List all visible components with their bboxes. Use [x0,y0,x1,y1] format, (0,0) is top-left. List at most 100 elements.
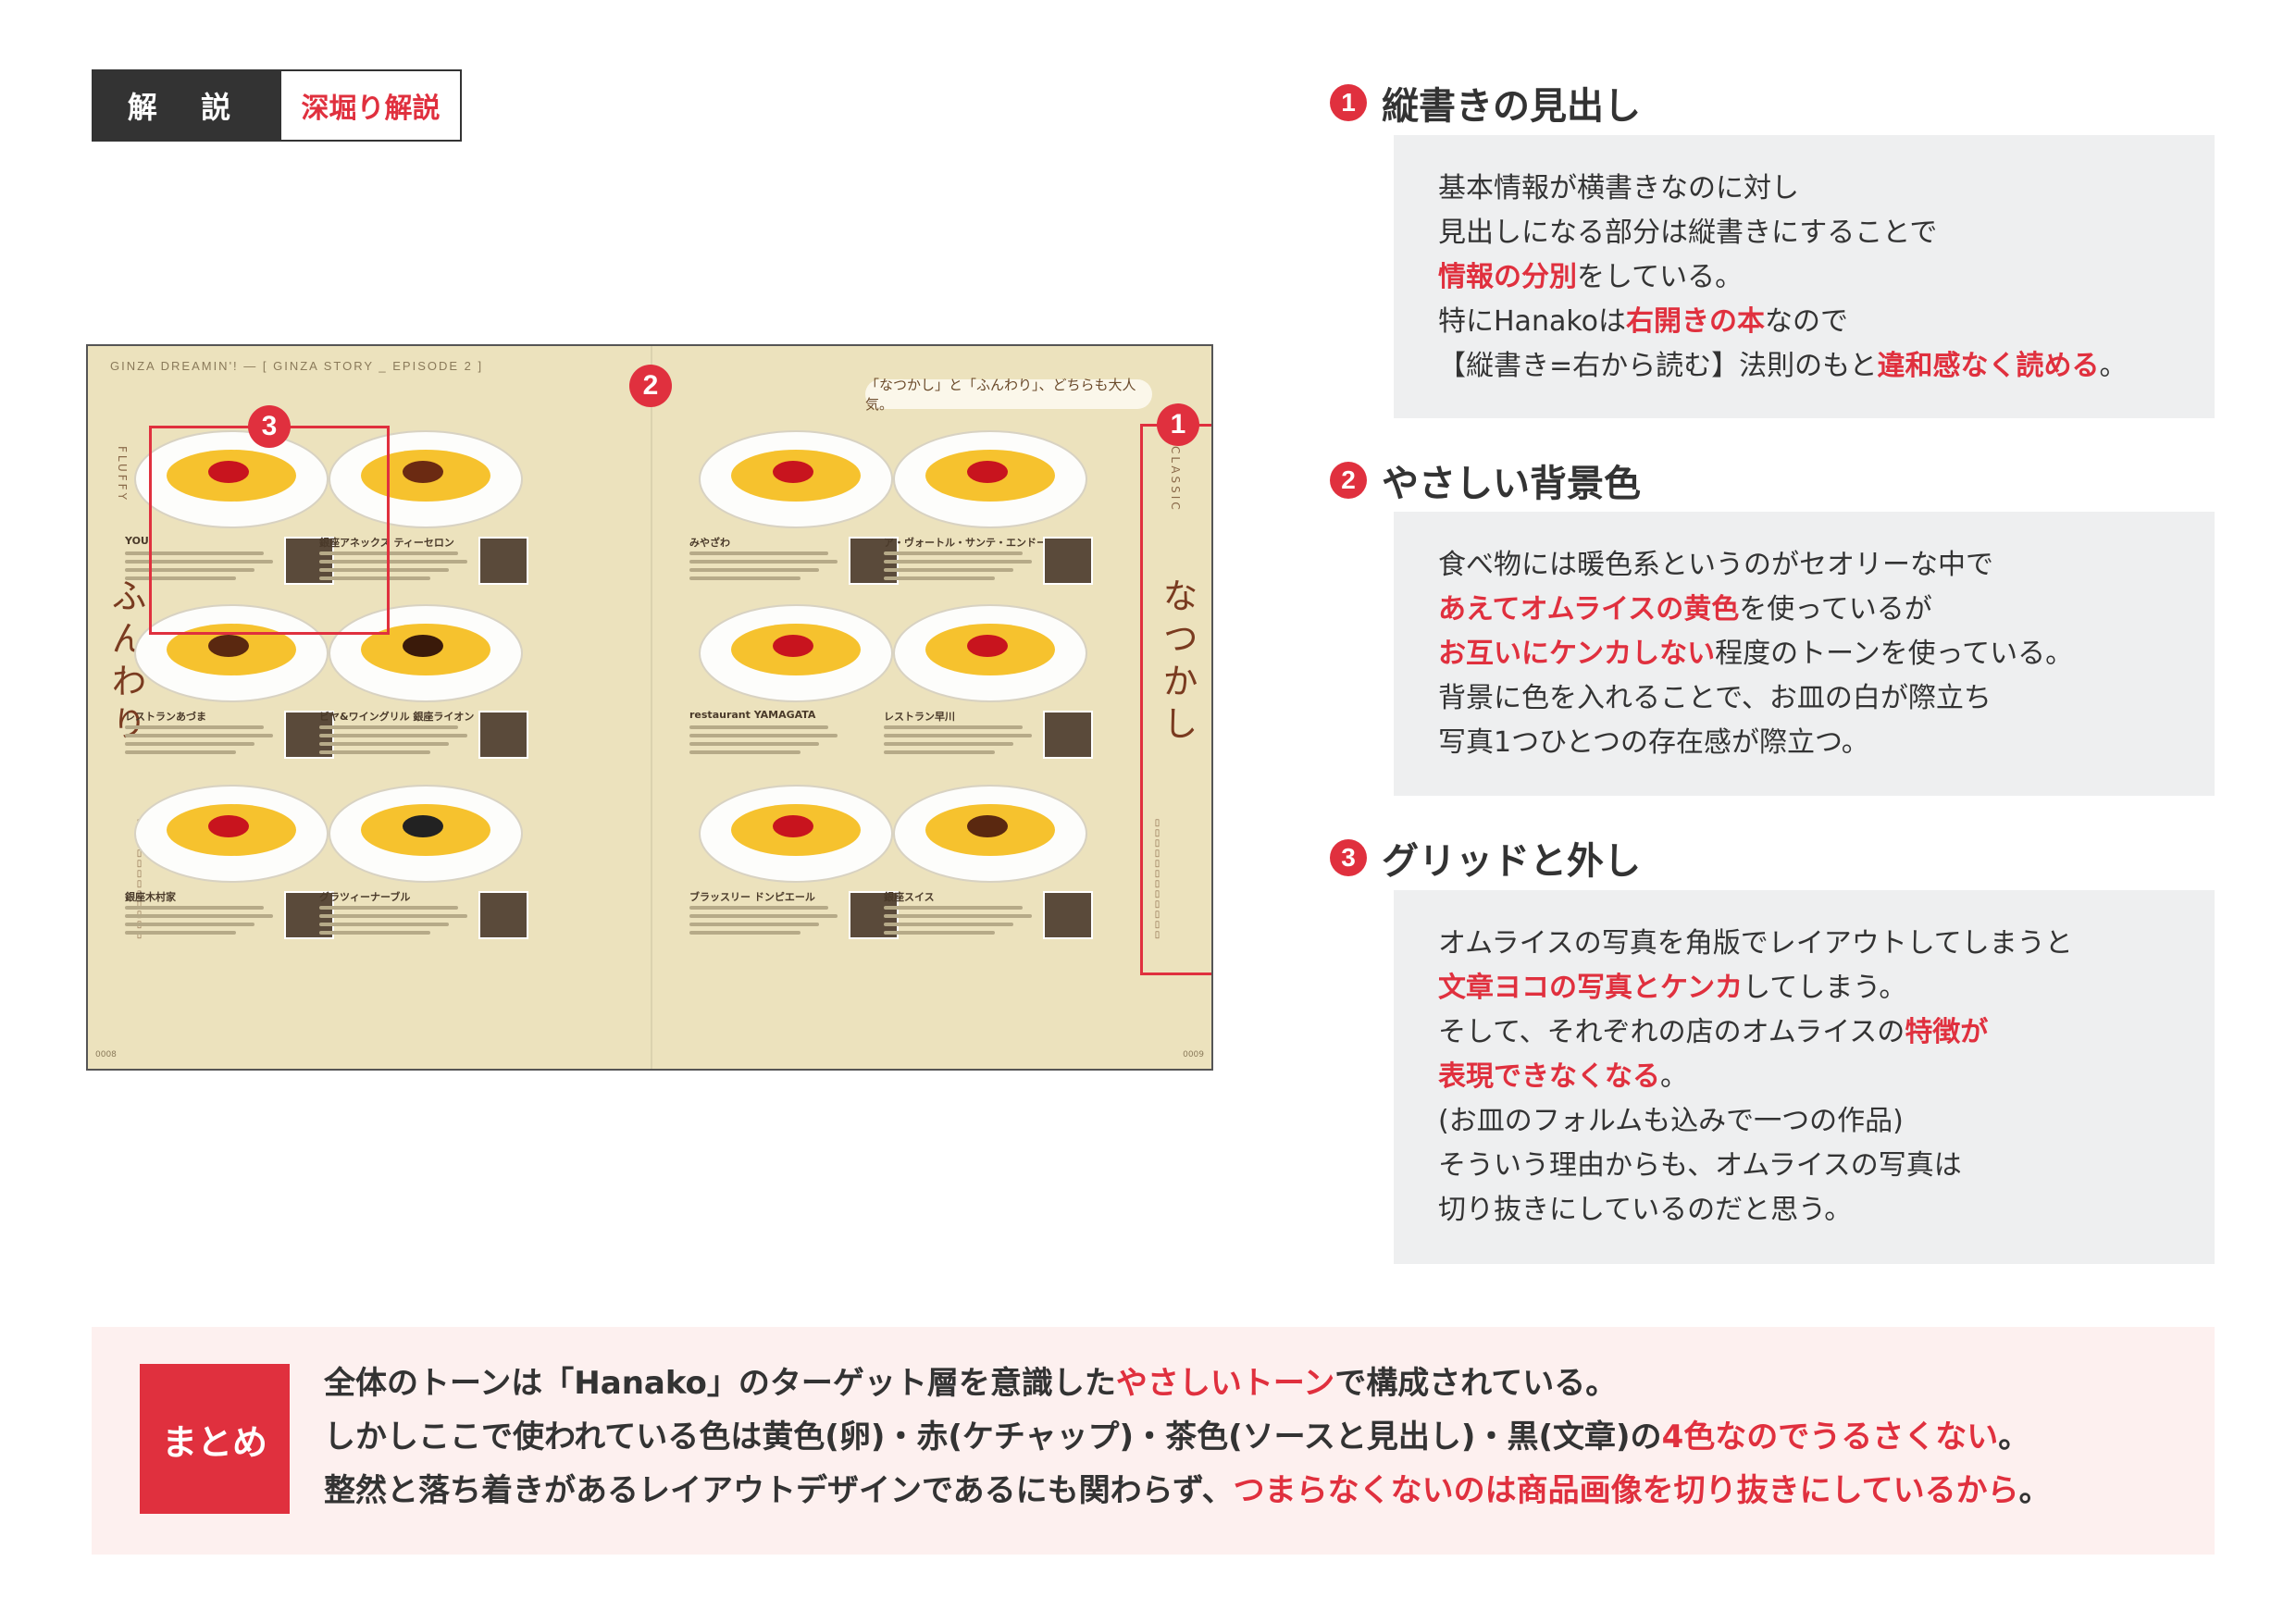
section-number-2: 2 [1330,462,1367,499]
text-line: 食べ物には暖色系というのがセオリーな中で [1438,543,2215,588]
sauce [773,815,813,837]
dish-card: レストラン早川 [884,596,1097,759]
sauce [967,635,1008,657]
highlight-text: あえてオムライスの黄色 [1438,593,1740,626]
shop-description [319,725,532,754]
dish-card: グラツィーナーブル [319,776,532,939]
section-body-1: 基本情報が横書きなのに対し見出しになる部分は縦書きにすることで情報の分別をしてい… [1394,135,2215,418]
text-line: 背景に色を入れることで、お皿の白が際立ち [1438,676,2215,721]
body-text: をしている。 [1577,261,1744,293]
body-text: 【縦書き=右から読む】法則のもと [1438,350,1878,382]
shop-description [319,906,532,935]
shop-description [125,725,338,754]
right-vertical-heading: なつかし [1157,577,1198,748]
omurice-photo [134,604,329,702]
shop-name: レストランあづま [125,711,206,722]
shop-description [884,906,1097,935]
folio-right: 0009 [1183,1050,1204,1059]
highlight-text: 違和感なく読める [1877,350,2100,382]
body-text: 見出しになる部分は縦書きにすることで [1438,217,1938,249]
body-text: 。 [2018,1472,2051,1509]
omurice-photo [134,430,329,528]
body-text: そういう理由からも、オムライスの写真は [1438,1149,1962,1182]
body-text: なので [1765,305,1848,338]
section-title-2: やさしい背景色 [1382,463,1641,505]
highlight-text: 文章ヨコの写真とケンカ [1438,972,1744,1004]
section-tab: 解 説 深堀り解説 [92,69,462,142]
body-text: 。 [1660,1060,1688,1093]
sauce [403,635,443,657]
left-small-label: FLUFFY [116,446,129,502]
text-line: 基本情報が横書きなのに対し [1438,167,2215,211]
storefront-photo [478,891,528,939]
text-line: 【縦書き=右から読む】法則のもと違和感なく読める。 [1438,344,2215,389]
text-line: 情報の分別をしている。 [1438,255,2215,300]
body-text: を使っているが [1739,593,1932,626]
text-line: 特にHanakoは右開きの本なので [1438,300,2215,344]
omurice-photo [329,430,523,528]
dish-card: 銀座木村家 [125,776,338,939]
sauce [208,815,249,837]
storefront-photo [478,537,528,585]
shop-name: YOU [125,535,149,547]
highlight-text: やさしいトーン [1115,1365,1335,1402]
sauce [773,635,813,657]
omurice-photo [329,785,523,883]
text-line: 見出しになる部分は縦書きにすることで [1438,211,2215,255]
highlight-text: お互いにケンカしない [1438,638,1716,670]
shop-description [689,906,902,935]
omurice-photo [893,604,1087,702]
body-text: 整然と落ち着きがあるレイアウトデザインであるにも関わらず、 [324,1472,1234,1509]
shop-name: みやざわ [689,537,730,548]
omurice-photo [699,604,893,702]
storefront-photo [1043,537,1093,585]
summary-panel: まとめ 全体のトーンは「Hanako」のターゲット層を意識したやさしいトーンで構… [92,1327,2215,1555]
dish-card: ア・ヴォートル・サンテ・エンドー [884,422,1097,585]
omurice-photo [893,430,1087,528]
storefront-photo [1043,891,1093,939]
omurice-photo [329,604,523,702]
section-heading-1: 1 縦書きの見出し [1330,76,1641,130]
dish-card: 銀座アネックス ティーセロン [319,422,532,585]
highlight-text: 表現できなくなる [1438,1060,1660,1093]
body-text: 写真1つひとつの存在感が際立つ。 [1438,726,1869,759]
text-line: (お皿のフォルムも込みで一つの作品) [1438,1099,2215,1144]
body-text: そして、それぞれの店のオムライスの [1438,1016,1905,1048]
marker-badge-3: 3 [248,405,291,448]
shop-description [884,725,1097,754]
shop-name: 銀座スイス [884,891,935,902]
shop-name: 銀座アネックス ティーセロン [319,537,454,548]
shop-name: ビヤ&ワイングリル 銀座ライオン [319,711,475,722]
summary-label: まとめ [140,1364,290,1514]
text-line: そして、それぞれの店のオムライスの特徴が [1438,1010,2215,1055]
text-line: しかしここで使われている色は黄色(卵)・赤(ケチャップ)・茶色(ソースと見出し)… [324,1410,2051,1464]
body-text: 食べ物には暖色系というのがセオリーな中で [1438,549,1993,581]
section-body-2: 食べ物には暖色系というのがセオリーな中であえてオムライスの黄色を使っているがお互… [1394,512,2215,796]
shop-name: ア・ヴォートル・サンテ・エンドー [884,537,1047,548]
magazine-spread: GINZA DREAMIN'! — [ GINZA STORY _ EPISOD… [86,344,1213,1071]
dish-card: restaurant YAMAGATA [689,596,902,759]
body-text: 全体のトーンは「Hanako」のターゲット層を意識した [324,1365,1116,1402]
body-text: 。 [1998,1419,2030,1456]
body-text: で構成されている。 [1334,1365,1618,1402]
spread-tagline: 「なつかし」と「ふんわり」、どちらも大人気。 [865,377,1152,413]
storefront-photo [1043,711,1093,759]
body-text: 程度のトーンを使っている。 [1715,638,2074,670]
dish-card: ビヤ&ワイングリル 銀座ライオン [319,596,532,759]
omurice-photo [134,785,329,883]
text-line: 写真1つひとつの存在感が際立つ。 [1438,721,2215,765]
shop-name: レストラン早川 [884,711,955,722]
dish-card: みやざわ [689,422,902,585]
right-small-label: CLASSIC [1169,446,1182,513]
sauce [208,635,249,657]
section-heading-2: 2 やさしい背景色 [1330,453,1641,507]
omurice-photo [699,430,893,528]
spread-fold [651,346,652,1069]
omurice-photo [893,785,1087,883]
body-text: しかしここで使われている色は黄色(卵)・赤(ケチャップ)・茶色(ソースと見出し)… [324,1419,1662,1456]
text-line: あえてオムライスの黄色を使っているが [1438,588,2215,632]
dish-card: 銀座スイス [884,776,1097,939]
body-text: 背景に色を入れることで、お皿の白が際立ち [1438,682,1992,714]
body-text: 特にHanakoは [1438,305,1626,338]
shop-name: 銀座木村家 [125,891,176,902]
